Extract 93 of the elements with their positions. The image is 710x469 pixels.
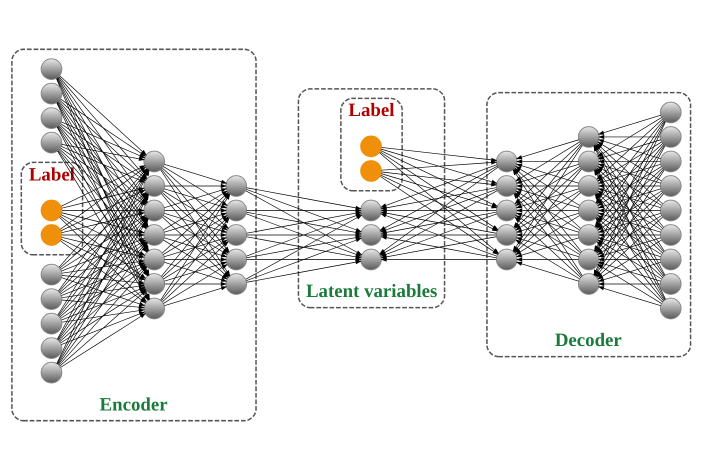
arrow	[598, 138, 662, 159]
arrow	[598, 281, 661, 286]
node-circle	[660, 174, 682, 196]
node-circle	[360, 248, 382, 270]
node-circle	[496, 248, 518, 270]
arrow	[381, 160, 498, 170]
node-circle	[143, 150, 166, 172]
node-circle	[40, 58, 62, 80]
node-circle	[143, 297, 166, 319]
node-circle	[660, 224, 682, 246]
arrow	[164, 236, 228, 257]
node-circle	[360, 224, 382, 246]
arrow	[598, 232, 661, 237]
node-circle	[660, 248, 682, 270]
arrow	[516, 261, 580, 282]
node-circle	[360, 135, 382, 157]
node-circle	[496, 199, 518, 221]
arrow	[380, 256, 497, 262]
node-circle	[360, 160, 382, 182]
node-circle	[578, 174, 600, 196]
arrow	[598, 212, 662, 232]
node-circle	[578, 126, 600, 148]
node-circle	[660, 101, 682, 123]
node-circle	[578, 224, 600, 246]
node-circle	[143, 248, 166, 270]
node-circle	[40, 131, 62, 153]
arrow	[598, 256, 661, 262]
node-circle	[660, 150, 682, 172]
node-circle	[40, 263, 62, 285]
node-circle	[143, 174, 166, 196]
node-circle	[40, 199, 62, 221]
arrow	[164, 286, 228, 306]
node-circle	[40, 106, 62, 128]
node-circle	[143, 224, 166, 246]
arrow	[380, 208, 497, 212]
node-circle	[143, 272, 166, 294]
node-circle	[40, 288, 62, 310]
node-circle	[578, 272, 600, 294]
node-circle	[40, 336, 62, 358]
node-circle	[225, 174, 248, 196]
arrow	[164, 183, 227, 188]
arrow	[246, 256, 362, 262]
arrow	[598, 114, 662, 134]
arrow	[515, 141, 580, 181]
arrow	[60, 312, 146, 368]
arrow	[516, 208, 579, 212]
arrow	[515, 166, 580, 206]
node-circle	[225, 199, 248, 221]
arrow	[164, 208, 227, 212]
node-circle	[578, 248, 600, 270]
arrow	[164, 281, 227, 286]
cluster: Label	[340, 97, 403, 191]
node-circle	[40, 312, 62, 334]
arrow	[516, 188, 580, 208]
arrow	[598, 236, 662, 257]
node-circle	[496, 174, 518, 196]
node-circle	[225, 272, 248, 294]
node-circle	[660, 297, 682, 319]
node-circle	[225, 248, 248, 270]
node-circle	[496, 150, 518, 172]
node-circle	[496, 224, 518, 246]
arrow	[516, 232, 579, 237]
arrow	[598, 208, 661, 212]
arrow	[516, 256, 579, 262]
arrow	[164, 256, 227, 262]
cluster: Decoder	[486, 91, 692, 357]
arrow	[164, 232, 227, 237]
arrow	[516, 158, 579, 164]
node-circle	[578, 199, 600, 221]
node-circle	[40, 82, 62, 104]
arrow	[598, 286, 662, 306]
node-circle	[660, 126, 682, 148]
arrow	[516, 212, 580, 232]
arrow	[516, 163, 580, 184]
arrow	[516, 138, 580, 159]
node-circle	[40, 224, 62, 246]
arrow	[164, 163, 228, 184]
node-circle	[40, 361, 62, 383]
node-circle	[225, 224, 248, 246]
arrow	[164, 261, 228, 282]
arrow	[597, 116, 662, 156]
arrow	[598, 134, 661, 139]
arrow	[598, 261, 662, 282]
node-circle	[578, 150, 600, 172]
node-circle	[143, 199, 166, 221]
node-circle	[660, 272, 682, 294]
arrow	[516, 183, 579, 188]
arrow	[246, 186, 362, 210]
node-circle	[660, 199, 682, 221]
node-circle	[360, 199, 382, 221]
arrow	[163, 214, 228, 254]
arrow	[164, 212, 228, 232]
arrow	[598, 158, 661, 164]
